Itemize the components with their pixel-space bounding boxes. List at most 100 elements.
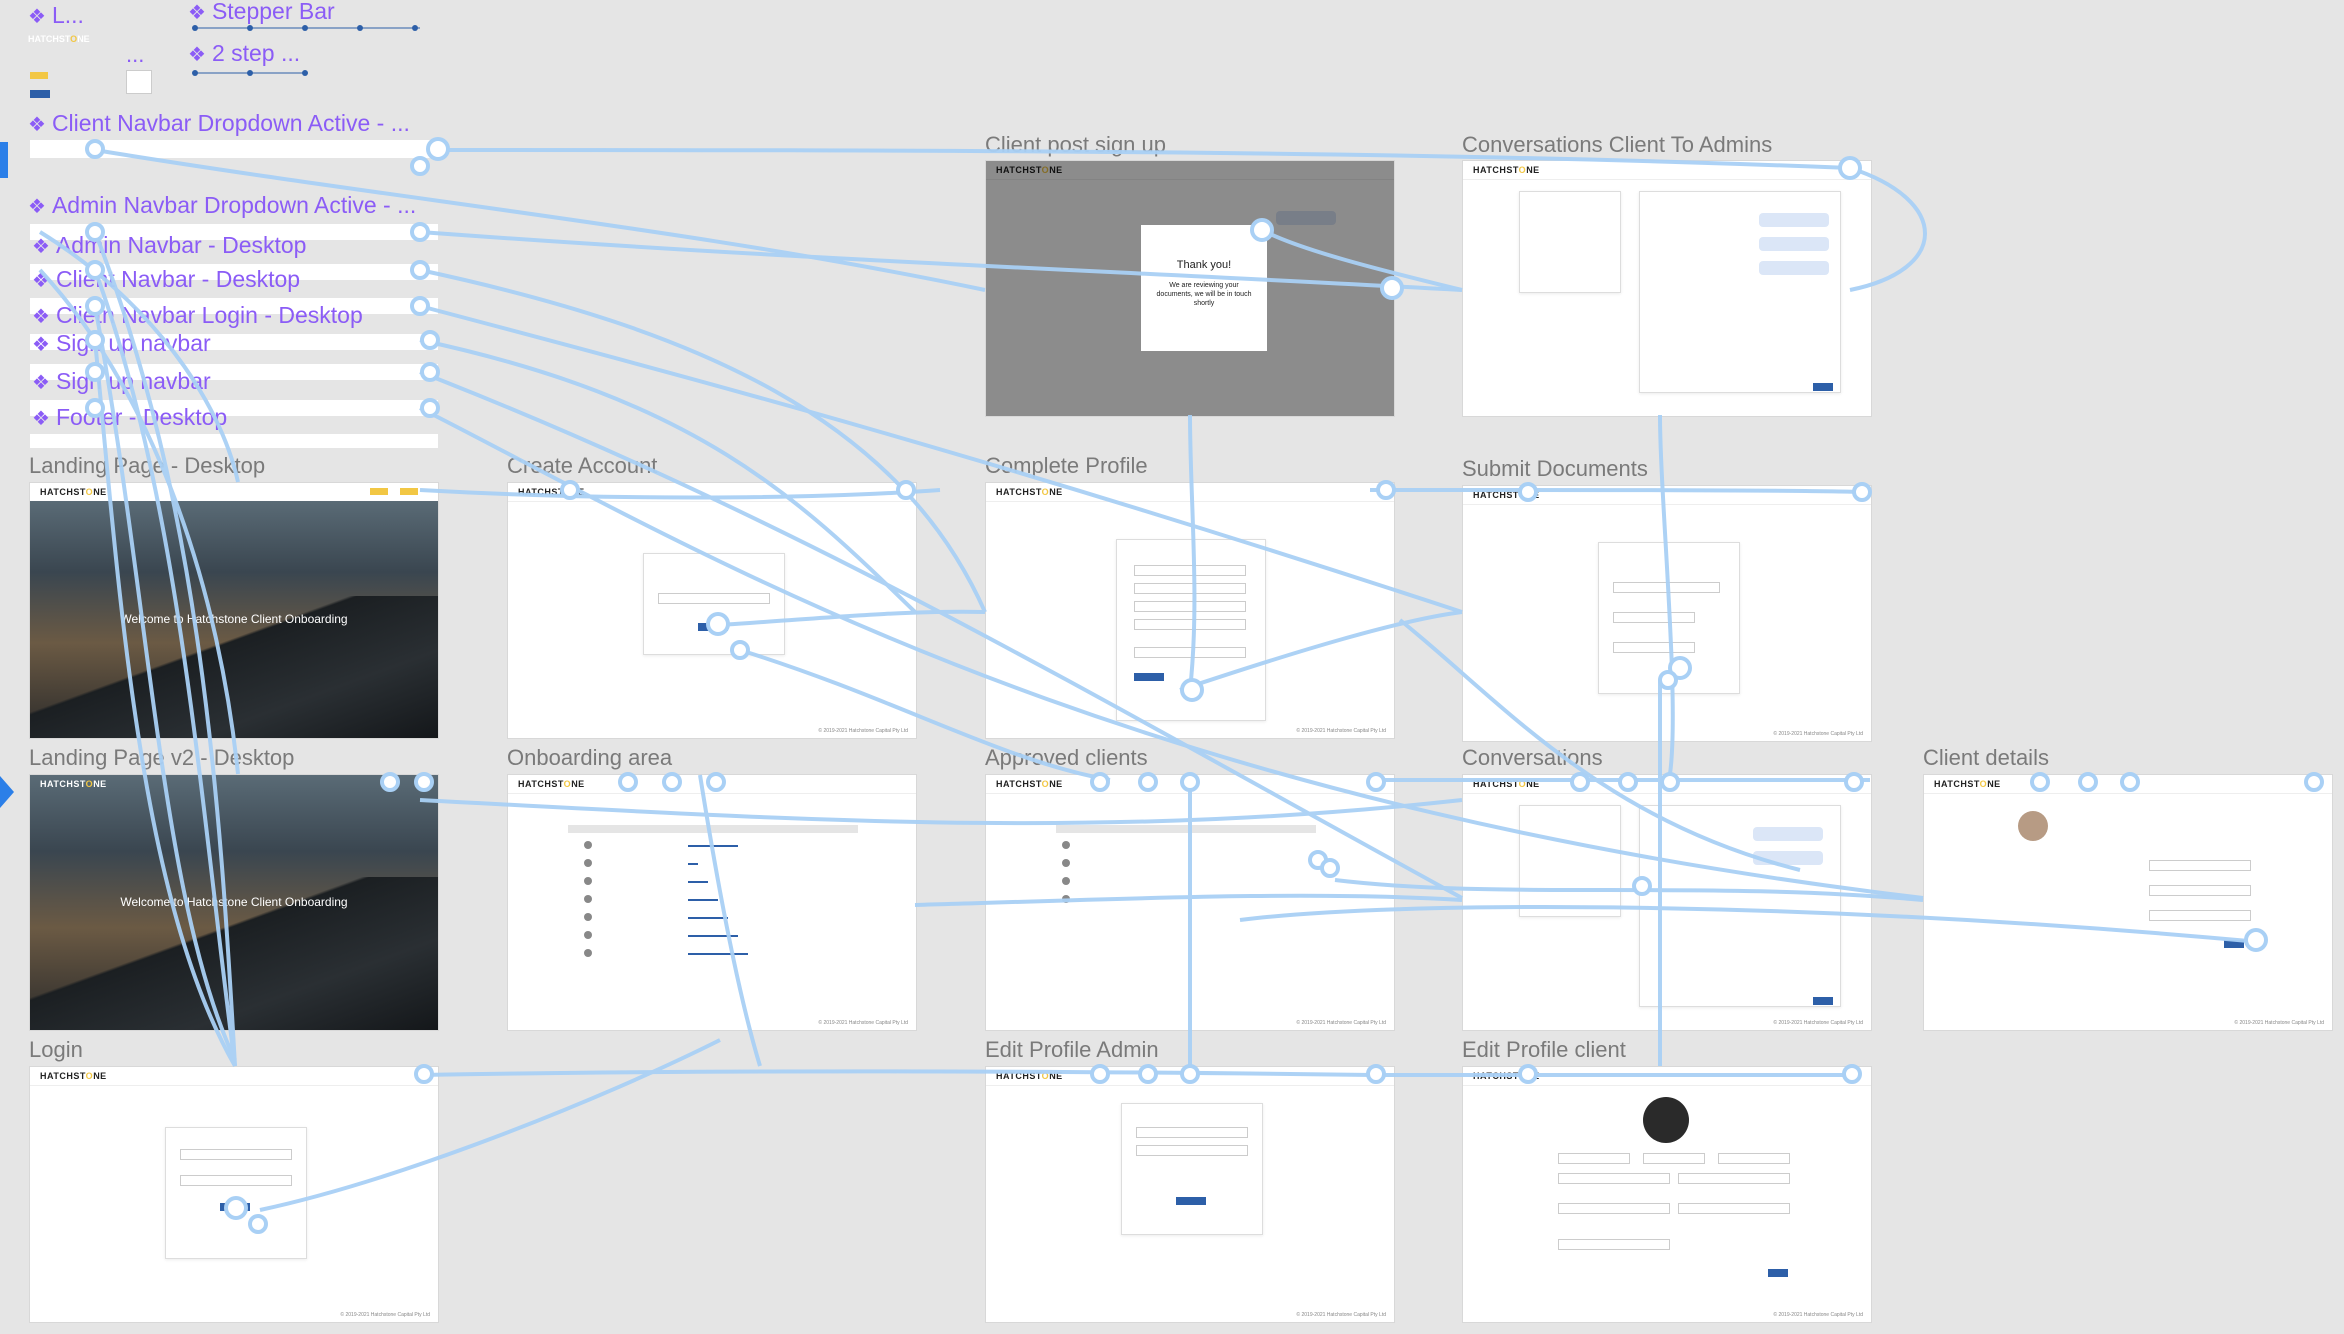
upload-field[interactable]	[1613, 612, 1695, 623]
email-field[interactable]	[658, 593, 770, 604]
frame-label-submit[interactable]: Submit Documents	[1462, 456, 1648, 481]
component-admin-navbar-dropdown[interactable]: ❖Admin Navbar Dropdown Active - ...	[28, 192, 416, 219]
frame-label-landing[interactable]: Landing Page - Desktop	[29, 453, 266, 478]
conversation-list[interactable]	[1519, 805, 1621, 917]
component-sign-up-navbar-2[interactable]: ❖Sign up navbar	[32, 368, 211, 395]
title-select[interactable]	[1718, 1153, 1790, 1164]
login-card[interactable]	[165, 1127, 307, 1259]
name-field[interactable]	[1136, 1127, 1248, 1138]
component-icon: ❖	[32, 270, 50, 292]
first-name-field[interactable]	[1134, 565, 1246, 576]
company-select[interactable]	[1613, 582, 1720, 593]
address-field[interactable]	[1558, 1173, 1670, 1184]
login-button[interactable]	[370, 488, 388, 495]
component-admin-navbar[interactable]: ❖Admin Navbar - Desktop	[32, 232, 306, 259]
certificate-field[interactable]	[2149, 910, 2251, 921]
frame-login[interactable]: HATCHSTONE © 2019-2021 Hatchstone Capita…	[29, 1066, 439, 1323]
component-footer[interactable]: ❖Footer - Desktop	[32, 404, 227, 431]
hero-image: Welcome to Hatchstone Client Onboarding	[30, 501, 438, 738]
frame-landing[interactable]: HATCHSTONE Welcome to Hatchstone Client …	[29, 482, 439, 739]
mini-card	[126, 70, 152, 94]
email-field[interactable]	[1134, 619, 1246, 630]
frame-label-complete[interactable]: Complete Profile	[985, 453, 1148, 478]
create-account-card[interactable]	[643, 553, 785, 655]
edit-profile-card[interactable]	[1121, 1103, 1263, 1235]
component-label: Client Navbar - Desktop	[55, 266, 301, 292]
frame-label-conv-admins[interactable]: Conversations Client To Admins	[1462, 132, 1773, 157]
logo: HATCHSTONE	[996, 165, 1063, 175]
component-client-navbar[interactable]: ❖Client Navbar - Desktop	[32, 266, 300, 293]
logo: HATCHSTONE	[996, 487, 1063, 497]
country-select[interactable]	[1134, 647, 1246, 658]
frame-label-login[interactable]: Login	[29, 1037, 83, 1062]
company-field[interactable]	[1558, 1203, 1670, 1214]
frame-create-account[interactable]: HATCHSTONE © 2019-2021 Hatchstone Capita…	[507, 482, 917, 739]
frame-label-onboarding[interactable]: Onboarding area	[507, 745, 673, 770]
frame-label-edit-admin[interactable]: Edit Profile Admin	[985, 1037, 1159, 1062]
component-sign-up-navbar-1[interactable]: ❖Sign up navbar	[32, 330, 211, 357]
frame-label-landing2[interactable]: Landing Page v2 - Desktop	[29, 745, 295, 770]
send-button[interactable]	[1813, 997, 1833, 1005]
email-field[interactable]	[180, 1149, 292, 1160]
frame-edit-profile-client[interactable]: HATCHSTONE © 2019-2021 Hatchstone Capita…	[1462, 1066, 1872, 1323]
footer: © 2019-2021 Hatchstone Capital Pty Ltd	[1773, 1312, 1863, 1318]
frame-client-post-signup[interactable]: HATCHSTONE Thank you! We are reviewing y…	[985, 160, 1395, 417]
ownership-field[interactable]	[2149, 885, 2251, 896]
password-field[interactable]	[180, 1175, 292, 1186]
frame-approved-clients[interactable]: HATCHSTONE © 2019-2021 Hatchstone Capita…	[985, 774, 1395, 1031]
selection-handle[interactable]	[0, 142, 8, 178]
component-logo[interactable]: ❖L...	[28, 2, 84, 29]
component-icon: ❖	[28, 114, 46, 136]
navbar-strip-1[interactable]	[30, 140, 438, 158]
frame-label-create[interactable]: Create Account	[507, 453, 658, 478]
frame-onboarding[interactable]: HATCHSTONE © 2019-2021 Hatchstone Capita…	[507, 774, 917, 1031]
frame-label-approved[interactable]: Approved clients	[985, 745, 1148, 770]
mini-button	[30, 90, 50, 98]
send-button[interactable]	[1813, 383, 1833, 391]
ownership-field[interactable]	[1678, 1203, 1790, 1214]
navbar: HATCHSTONE	[30, 775, 438, 793]
camera-avatar[interactable]	[1643, 1097, 1689, 1143]
frame-landing-v2[interactable]: HATCHSTONE Welcome to Hatchstone Client …	[29, 774, 439, 1031]
component-icon: ❖	[32, 306, 50, 328]
certificate-field[interactable]	[1558, 1239, 1670, 1250]
first-name-field[interactable]	[1558, 1153, 1630, 1164]
save-button[interactable]	[2224, 940, 2244, 948]
last-name-field[interactable]	[1643, 1153, 1705, 1164]
company-field[interactable]	[2149, 860, 2251, 871]
frame-complete-profile[interactable]: HATCHSTONE © 2019-2021 Hatchstone Capita…	[985, 482, 1395, 739]
create-account-button[interactable]	[698, 623, 728, 631]
frame-label-post-signup[interactable]: Client post sign up	[985, 132, 1166, 157]
phone-field[interactable]	[1134, 601, 1246, 612]
conversation-list[interactable]	[1519, 191, 1621, 293]
frame-label-edit-client[interactable]: Edit Profile client	[1462, 1037, 1626, 1062]
frame-client-details[interactable]: HATCHSTONE © 2019-2021 Hatchstone Capita…	[1923, 774, 2333, 1031]
upload-field[interactable]	[1613, 642, 1695, 653]
frame-label-client-details[interactable]: Client details	[1923, 745, 2049, 770]
component-stepper-bar[interactable]: ❖Stepper Bar	[188, 0, 335, 25]
signup-button[interactable]	[400, 488, 418, 495]
last-name-field[interactable]	[1134, 583, 1246, 594]
thank-you-modal[interactable]: Thank you! We are reviewing your documen…	[1141, 225, 1267, 351]
email-field[interactable]	[1136, 1145, 1248, 1156]
frame-conversations[interactable]: HATCHSTONE © 2019-2021 Hatchstone Capita…	[1462, 774, 1872, 1031]
component-client-navbar-dropdown[interactable]: ❖Client Navbar Dropdown Active - ...	[28, 110, 410, 137]
update-button[interactable]	[1176, 1197, 1206, 1205]
table-header	[1056, 825, 1316, 833]
login-button[interactable]	[220, 1203, 250, 1211]
message-bubble	[1759, 237, 1829, 251]
phone-field[interactable]	[1678, 1173, 1790, 1184]
stepper-preview	[192, 25, 420, 76]
frame-edit-profile-admin[interactable]: HATCHSTONE © 2019-2021 Hatchstone Capita…	[985, 1066, 1395, 1323]
next-button[interactable]	[1134, 673, 1164, 681]
frame-conv-client-admins[interactable]: HATCHSTONE	[1462, 160, 1872, 417]
save-button[interactable]	[1768, 1269, 1788, 1277]
frame-label-conversations[interactable]: Conversations	[1462, 745, 1603, 770]
selection-handle[interactable]	[0, 776, 14, 808]
component-client-navbar-login[interactable]: ❖Clietn Navbar Login - Desktop	[32, 302, 363, 329]
frame-submit-documents[interactable]: HATCHSTONE © 2019-2021 Hatchstone Capita…	[1462, 485, 1872, 742]
footer-strip[interactable]	[30, 434, 438, 448]
message-bubble	[1759, 213, 1829, 227]
footer: © 2019-2021 Hatchstone Capital Pty Ltd	[2234, 1020, 2324, 1026]
component-2-step[interactable]: ❖2 step ...	[188, 40, 300, 67]
